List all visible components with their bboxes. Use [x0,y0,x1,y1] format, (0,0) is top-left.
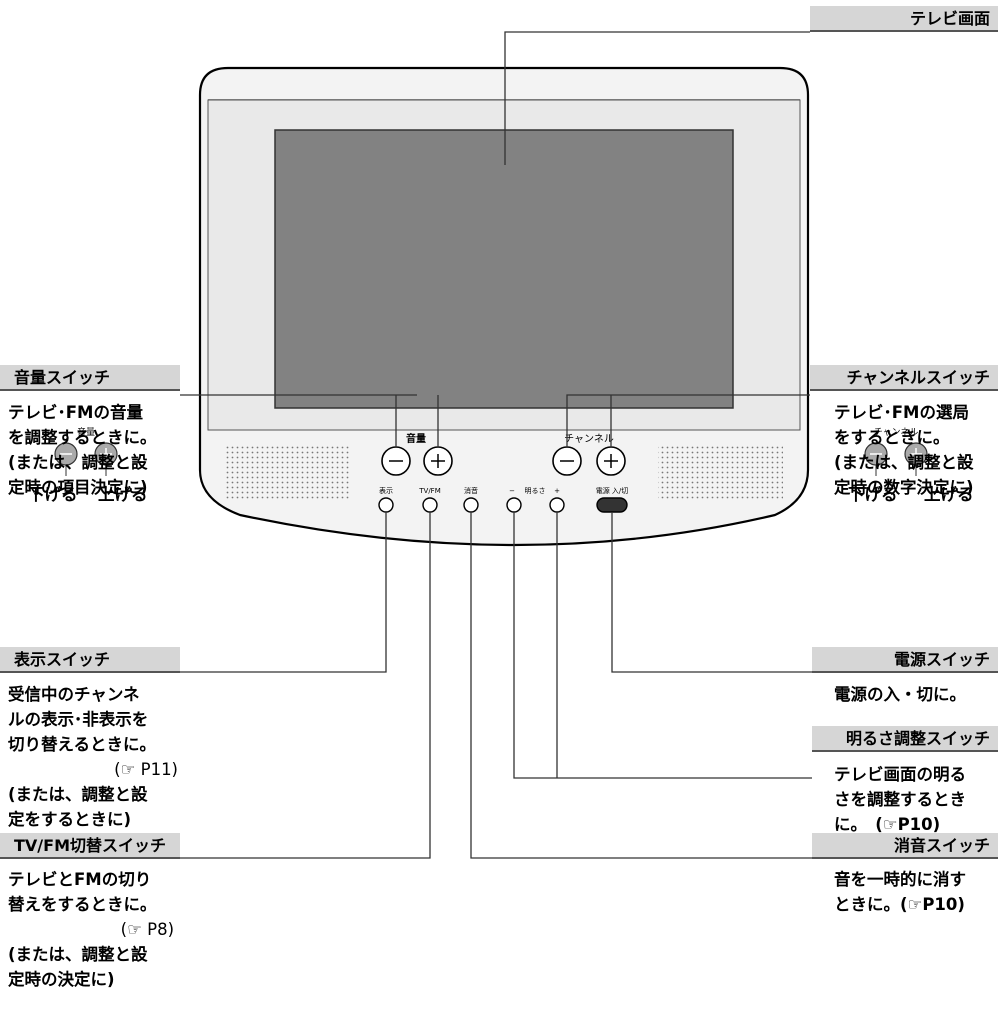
display-button [378,497,394,513]
channel-down-label: 下げる [848,485,898,504]
power-desc-line: 電源の入・切に。 [834,685,966,704]
speaker-grill-left [225,445,350,501]
device-brightness-plus: + [554,487,560,495]
channel-description: テレビ･FMの選局 をするときに。 (または、調整と設 定時の数字決定に) [834,400,974,500]
channel-desc-line: テレビ･FMの選局 [834,403,969,422]
device-channel-label: チャンネル [564,433,614,445]
brightness-desc-line: さを調整するとき [834,790,966,809]
brightness-desc-line: に。 (☞P10) [834,815,941,834]
device-brightness-label: 明るさ [525,487,546,495]
display-description: 受信中のチャンネ ルの表示･非表示を 切り替えるときに。 (☞ P11) (また… [8,682,178,832]
volume-desc-line: テレビ･FMの音量 [8,403,143,422]
channel-desc-line: (または、調整と設 [834,453,974,472]
tvfm-desc-ref: (☞ P8) [120,920,174,939]
brightness-description: テレビ画面の明る さを調整するとき に。 (☞P10) [834,762,966,837]
brightness-up-button [549,497,565,513]
display-desc-line: ルの表示･非表示を [8,710,149,729]
power-button [596,497,628,513]
channel-desc-line: をするときに。 [834,428,950,447]
device-power-label: 電源 入/切 [596,486,629,495]
display-desc-ref: (☞ P11) [114,760,178,779]
display-desc-line: 受信中のチャンネ [8,685,140,704]
mute-desc-line: ときに。(☞P10) [834,895,965,914]
channel-title: チャンネルスイッチ [810,365,998,391]
tvfm-button [422,497,438,513]
volume-desc-line: を調整するときに。 [8,428,157,447]
device-volume-label: 音量 [406,432,426,445]
device-mute-label: 消音 [464,486,478,495]
volume-small-label: 音量 [77,426,95,438]
tvfm-desc-line: 定時の決定に) [8,970,115,989]
screen-title: テレビ画面 [810,6,998,32]
tvfm-title: TV/FM切替スイッチ [0,833,180,859]
mute-button [463,497,479,513]
leader-lines [180,31,812,859]
brightness-desc-line: テレビ画面の明る [834,765,966,784]
display-desc-line: 定をするときに) [8,810,132,829]
volume-up-label: 上げる [98,485,148,504]
channel-up-label: 上げる [924,485,974,504]
tvfm-desc-line: 替えをするときに。 [8,895,157,914]
volume-title: 音量スイッチ [0,365,180,391]
volume-description: テレビ･FMの音量 を調整するときに。 (または、調整と設 定時の項目決定に) [8,400,157,500]
tv-screen [274,129,734,409]
volume-desc-line: (または、調整と設 [8,453,148,472]
mute-desc-line: 音を一時的に消す [834,870,966,889]
device-display-label: 表示 [379,486,393,495]
speaker-grill-right [658,445,783,501]
display-desc-line: 切り替えるときに。 [8,735,157,754]
tvfm-description: テレビとFMの切り 替えをするときに。 (☞ P8) (または、調整と設 定時の… [8,867,174,992]
channel-small-label: チャンネル [874,427,919,438]
power-title: 電源スイッチ [812,647,998,673]
tvfm-desc-line: (または、調整と設 [8,945,148,964]
volume-desc-line: 定時の項目決定に) [8,478,148,497]
display-title: 表示スイッチ [0,647,180,673]
mute-description: 音を一時的に消す ときに。(☞P10) [834,867,966,917]
channel-desc-line: 定時の数字決定に) [834,478,974,497]
mute-title: 消音スイッチ [812,833,998,859]
device-brightness-minus: − [509,487,515,495]
volume-down-label: 下げる [28,485,78,504]
brightness-down-button [506,497,522,513]
tvfm-desc-line: テレビとFMの切り [8,870,152,889]
brightness-title: 明るさ調整スイッチ [812,726,998,752]
power-description: 電源の入・切に。 [834,682,966,707]
device-tvfm-label: TV/FM [418,487,441,495]
display-desc-line: (または、調整と設 [8,785,148,804]
